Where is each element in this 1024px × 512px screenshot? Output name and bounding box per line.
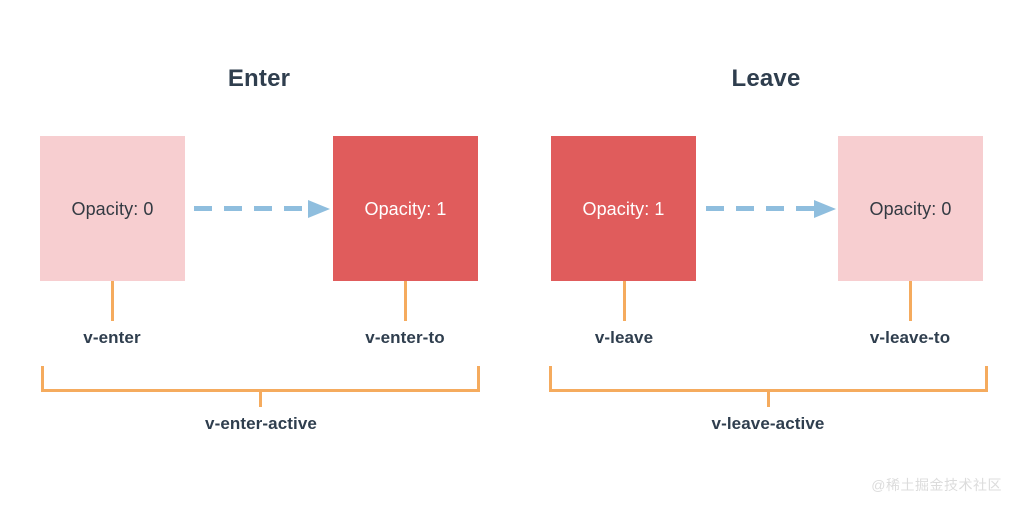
- enter-to-box: Opacity: 1: [333, 136, 478, 281]
- watermark: @稀土掘金技术社区: [871, 477, 1002, 493]
- enter-active-class-label: v-enter-active: [205, 414, 317, 433]
- enter-from-box-label: Opacity: 0: [71, 198, 154, 219]
- leave-from-box: Opacity: 1: [551, 136, 696, 281]
- leave-section-title: Leave: [731, 65, 801, 92]
- enter-section-title: Enter: [227, 65, 291, 92]
- leave-from-class-label: v-leave: [594, 328, 654, 347]
- enter-arrow-dashed-line: [194, 206, 308, 211]
- leave-arrow-dashed-line: [706, 206, 814, 211]
- leave-to-connector-stem: [909, 281, 912, 321]
- leave-active-class-label: v-leave-active: [711, 414, 825, 433]
- enter-to-box-label: Opacity: 1: [364, 198, 447, 219]
- leave-arrow-head-icon: [814, 200, 836, 218]
- leave-from-box-label: Opacity: 1: [582, 198, 665, 219]
- enter-transition-arrow: [194, 200, 330, 218]
- enter-to-connector-stem: [404, 281, 407, 321]
- leave-from-connector-stem: [623, 281, 626, 321]
- leave-to-box-label: Opacity: 0: [869, 198, 952, 219]
- enter-from-class-label: v-enter: [83, 328, 141, 347]
- enter-from-connector-stem: [111, 281, 114, 321]
- enter-to-class-label: v-enter-to: [365, 328, 445, 347]
- leave-to-class-label: v-leave-to: [869, 328, 951, 347]
- leave-active-bracket-stem: [767, 389, 770, 407]
- enter-active-bracket-stem: [259, 389, 262, 407]
- leave-transition-arrow: [706, 200, 836, 218]
- enter-arrow-head-icon: [308, 200, 330, 218]
- leave-to-box: Opacity: 0: [838, 136, 983, 281]
- enter-from-box: Opacity: 0: [40, 136, 185, 281]
